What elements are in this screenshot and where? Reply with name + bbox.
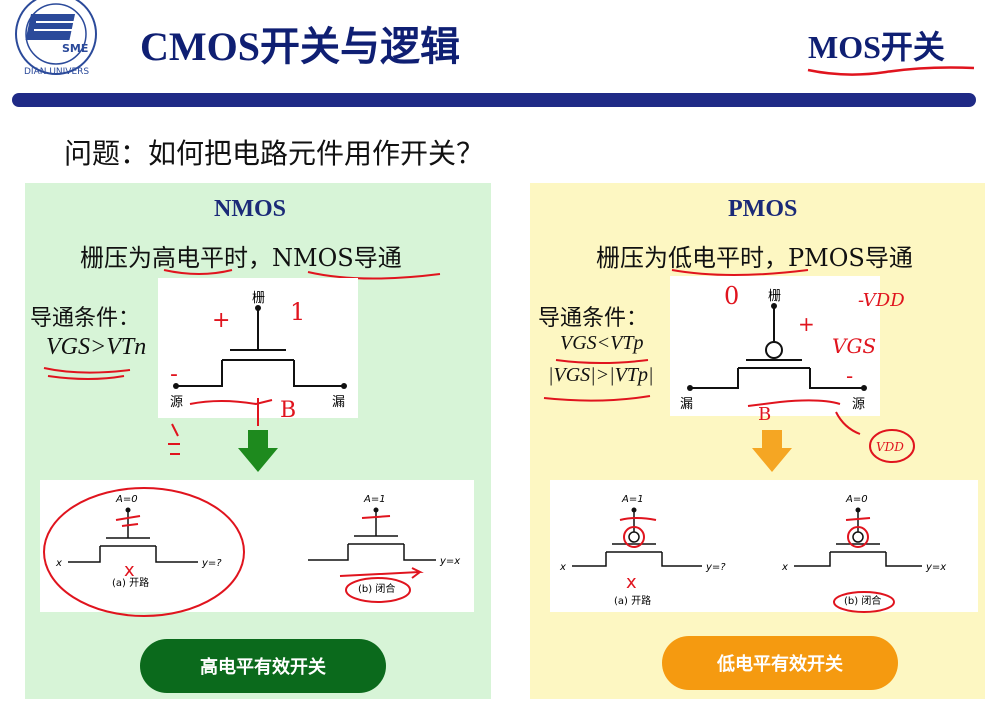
pmos-formula-underline-ink [543, 359, 651, 402]
nmos-description: 栅压为高电平时，NMOS导通 [80, 244, 402, 272]
pmos-title: PMOS [728, 196, 798, 222]
pmos-a-x: x [559, 562, 566, 573]
pmos-cross-mark: x [626, 572, 637, 593]
logo-sme-text: SME [62, 42, 88, 55]
logo-ring-text: DIAN UNIVERS [24, 67, 89, 77]
pmos-desc-underline-ink [671, 269, 809, 276]
nmos-annot-b: B [280, 398, 297, 423]
pmos-b-input: A=0 [845, 494, 868, 505]
pmos-annot-vdd-top: -VDD [858, 290, 905, 311]
section-subtitle: MOS开关 [808, 29, 945, 65]
nmos-condition-label: 导通条件： [30, 306, 141, 331]
pmos-condition-formula-2: |VGS|>|VTp| [548, 364, 654, 386]
subtitle-underline-ink [807, 66, 975, 76]
question-text: 问题：如何把电路元件用作开关？ [64, 137, 485, 170]
pmos-b-y: y=x [925, 562, 946, 573]
pmos-switch-states: A=1 x y=? (a) 开路 A=0 x y=x (b) 闭合 x [550, 480, 978, 613]
pmos-condition-formula-1: VGS<VTp [560, 332, 644, 354]
pmos-annot-zero: 0 [724, 282, 740, 310]
nmos-title: NMOS [214, 196, 286, 222]
pmos-a-y: y=? [705, 562, 726, 573]
pmos-a-caption: (a) 开路 [614, 594, 651, 607]
nmos-transistor-diagram: 栅 源 漏 [158, 278, 358, 418]
nmos-source-label: 源 [170, 395, 183, 410]
pmos-drain-label: 漏 [680, 396, 693, 412]
nmos-a-x: x [55, 558, 62, 569]
nmos-annot-one: 1 [290, 298, 306, 326]
nmos-formula-underline-ink [43, 367, 131, 380]
nmos-b-input: A=1 [363, 494, 386, 505]
pmos-a-input: A=1 [621, 494, 644, 505]
pmos-down-arrow-icon [752, 430, 792, 472]
nmos-a-input: A=0 [115, 494, 138, 505]
university-logo: SME DIAN UNIVERS [4, 0, 108, 80]
nmos-a-caption: (a) 开路 [112, 576, 149, 589]
header-rule [12, 93, 976, 107]
pmos-panel [530, 183, 985, 699]
pmos-annot-b: B [758, 404, 772, 425]
nmos-b-caption: (b) 闭合 [358, 582, 395, 595]
pmos-annot-plus: + [798, 312, 815, 336]
pmos-current-ink [747, 399, 915, 463]
nmos-annot-minus: - [170, 362, 178, 387]
nmos-a-y: y=? [201, 558, 222, 569]
pmos-annot-minus: - [846, 364, 854, 388]
nmos-active-high-button[interactable]: 高电平有效开关 [140, 639, 386, 693]
nmos-condition-formula: VGS>VTn [46, 334, 147, 360]
nmos-annot-plus: + [212, 308, 231, 333]
pmos-b-caption: (b) 闭合 [844, 594, 881, 607]
nmos-cross-mark: x [124, 560, 135, 581]
pmos-annot-vdd-bottom: VDD [876, 440, 904, 454]
pmos-b-x: x [781, 562, 788, 573]
page-title: CMOS开关与逻辑 [140, 24, 460, 69]
nmos-b-y: y=x [439, 556, 460, 567]
nmos-drain-label: 漏 [332, 394, 345, 410]
pmos-annot-vgs: VGS [832, 334, 877, 358]
nmos-down-arrow-icon [238, 430, 278, 472]
pmos-description: 栅压为低电平时，PMOS导通 [596, 244, 913, 272]
nmos-gate-label: 栅 [252, 291, 265, 306]
nmos-switch-states: A=0 x y=? (a) 开路 A=1 y=x (b) 闭合 x [40, 480, 474, 617]
pmos-transistor-diagram: 栅 漏 源 [670, 276, 880, 416]
pmos-condition-label: 导通条件： [538, 306, 649, 331]
nmos-desc-underline-ink [163, 269, 441, 280]
pmos-active-low-button[interactable]: 低电平有效开关 [662, 636, 898, 690]
nmos-current-ink [168, 398, 273, 455]
pmos-source-label: 源 [852, 397, 865, 412]
pmos-gate-label: 栅 [768, 289, 781, 304]
